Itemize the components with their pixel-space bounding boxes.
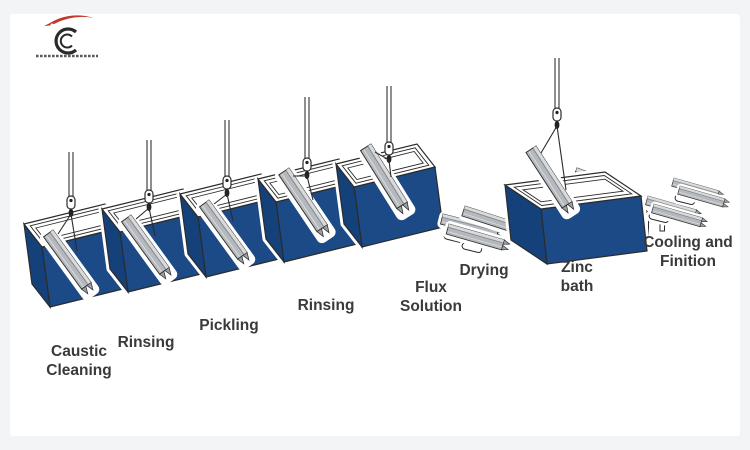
station-label: Solution [400, 298, 462, 315]
station-label: Zinc [561, 259, 593, 276]
crane-hoist [135, 140, 156, 237]
station-label: Caustic [51, 343, 107, 360]
station-rinsing-2: Rinsing [258, 97, 365, 314]
station-label: bath [561, 278, 594, 295]
station-label: Flux [415, 279, 447, 296]
station-drying: Drying [436, 202, 532, 279]
pulley-block-icon [384, 141, 394, 156]
pulley-block-icon [302, 157, 312, 172]
pulley-block-icon [144, 189, 154, 204]
logo-swoosh-icon [50, 15, 94, 24]
station-flux-solution: Flux Solution [336, 86, 462, 315]
station-pickling: Pickling [180, 120, 287, 334]
station-label: Cleaning [46, 362, 111, 379]
crane-hoist [540, 58, 567, 191]
crane-hoist [213, 120, 234, 222]
crane-hoist [57, 152, 78, 252]
station-label: Finition [660, 253, 716, 270]
pulley-block-icon [66, 195, 76, 210]
pulley-block-icon [552, 107, 562, 122]
station-label: Pickling [199, 317, 258, 334]
hook-icon [304, 171, 310, 179]
station-caustic-cleaning: Caustic Cleaning [24, 152, 131, 379]
company-logo [36, 15, 98, 58]
crane-hoist [293, 97, 314, 201]
station-label: Rinsing [298, 297, 355, 314]
station-rinsing-1: Rinsing [102, 140, 209, 351]
station-label: Cooling and [643, 234, 733, 251]
station-cooling-finition: Cooling and Finition [642, 175, 735, 270]
logo-c-mark-icon [54, 27, 78, 55]
hook-icon [386, 155, 392, 163]
zinc-tank [501, 168, 651, 268]
station-label: Drying [459, 262, 508, 279]
crane-hoist [374, 86, 394, 178]
station-label: Rinsing [118, 334, 175, 351]
pulley-block-icon [222, 175, 232, 190]
